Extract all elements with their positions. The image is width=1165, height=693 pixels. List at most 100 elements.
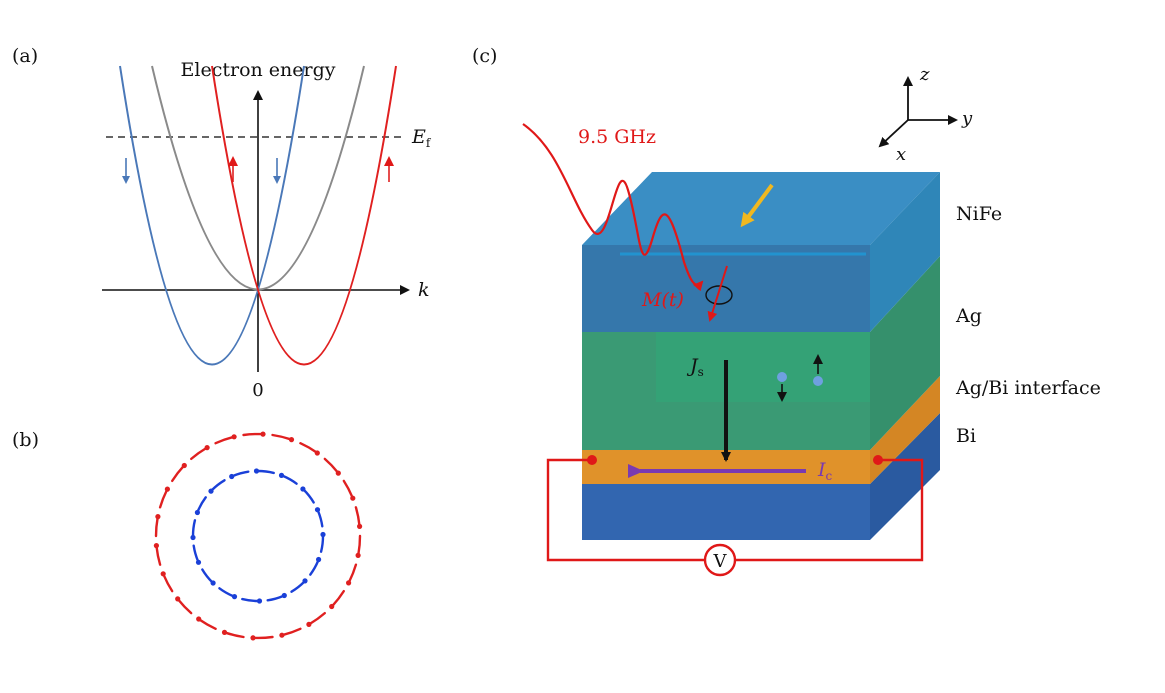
circuit-wire-right (734, 458, 924, 562)
outer-ring-segment (357, 534, 362, 556)
inner-ring-spin-marker (208, 488, 214, 494)
spin-down-band (119, 65, 305, 366)
y-axis-label: y (961, 108, 973, 129)
inner-ring-spin-marker (302, 578, 308, 584)
outer-ring-spin-marker (279, 632, 285, 638)
outer-ring-spin-marker (314, 450, 320, 456)
precession-orbit (705, 285, 733, 305)
layer-label-interface: Ag/Bi interface (955, 377, 1101, 399)
outer-ring-spin-marker (160, 571, 166, 577)
outer-ring-spin-marker (221, 629, 228, 636)
outer-ring-segment (309, 611, 326, 625)
z-axis-label: z (919, 64, 930, 85)
spin-up-band (211, 65, 397, 366)
outer-ring-spin-marker (204, 445, 210, 451)
inner-ring-spin-marker (278, 472, 285, 478)
outer-ring-spin-marker (155, 514, 161, 520)
bi-layer (582, 413, 940, 540)
outer-ring-segment (155, 545, 162, 566)
nife-top (582, 172, 940, 245)
interface-layer (582, 376, 940, 484)
inner-ring-segment (316, 509, 324, 528)
outer-ring-segment (331, 589, 345, 607)
ag-side (870, 256, 940, 450)
magnetization-label: M(t) (641, 289, 684, 311)
outer-ring-spin-marker (306, 621, 312, 628)
inner-ring-spin-marker (300, 486, 306, 492)
outer-ring-segment (242, 432, 263, 437)
x-axis-label: x (896, 144, 906, 165)
inner-ring-segment (210, 479, 226, 492)
origin-label: 0 (252, 380, 263, 401)
outer-ring-segment (342, 479, 354, 498)
outer-ring-spin-marker (355, 552, 361, 559)
ag-inner-region (656, 332, 870, 402)
spin-current-label: Js (686, 355, 704, 379)
outer-ring-segment (253, 635, 274, 640)
measurement-circuit: V (546, 455, 924, 577)
panel-a-label: (a) (12, 45, 38, 67)
inner-ring-segment (191, 519, 197, 538)
layer-label-bi: Bi (956, 425, 976, 447)
inner-ring-spin-marker (190, 534, 196, 541)
interface-side (870, 376, 940, 484)
layer-label-nife: NiFe (956, 203, 1002, 225)
outer-ring-segment (198, 618, 217, 630)
energy-axis-label: Electron energy (181, 59, 336, 81)
inner-ring-segment (290, 580, 306, 593)
outer-ring-segment (177, 598, 193, 615)
outer-ring-segment (158, 489, 168, 509)
nife-front (582, 245, 870, 332)
outer-ring-segment (348, 563, 358, 583)
x-axis (878, 119, 909, 148)
inner-ring-segment (302, 488, 315, 504)
inner-ring-segment (196, 496, 207, 513)
inner-ring-spin-marker (229, 473, 235, 480)
frequency-label: 9.5 GHz (578, 126, 656, 148)
outer-ring-spin-marker (335, 470, 341, 476)
inner-ring-segment (319, 534, 325, 553)
coordinate-axes: z y x (878, 64, 973, 165)
nife-side (870, 172, 940, 332)
outer-ring-spin-marker (153, 543, 159, 549)
field-arrow (740, 183, 774, 228)
panel-c: (c) z y x (472, 45, 1101, 577)
inner-ring-spin-marker (316, 556, 322, 563)
inner-ring-spin-marker (320, 531, 326, 538)
outer-ring-spin-marker (250, 635, 256, 641)
inner-ring-spin-marker (256, 598, 263, 604)
outer-ring-spin-marker (357, 523, 363, 530)
circuit-wire-left (546, 458, 706, 562)
charge-current-label: Ic (817, 459, 833, 483)
inner-ring-spin-marker (253, 468, 260, 474)
inner-ring-segment (201, 568, 214, 584)
outer-ring-spin-marker (288, 437, 295, 443)
fermi-level-label: Ef (411, 126, 432, 150)
outer-ring-segment (282, 627, 302, 636)
outer-ring-spin-marker (196, 616, 202, 622)
outer-ring-segment (214, 436, 234, 445)
bi-side (870, 413, 940, 540)
outer-ring-segment (323, 457, 339, 474)
momentum-axis-label: k (418, 279, 430, 301)
inner-ring-spin-marker (281, 592, 287, 599)
outer-ring-spin-marker (346, 580, 352, 586)
outer-ring-spin-marker (181, 462, 187, 469)
contact-right (873, 455, 883, 465)
inner-ring-spin-marker (314, 507, 321, 513)
outer-ring-segment (162, 574, 174, 593)
electron-right (813, 376, 823, 386)
inner-ring-spin-marker (195, 559, 202, 565)
inner-ring-spin-marker (231, 594, 238, 600)
magnetization-arrow (707, 265, 728, 322)
outer-ring-spin-marker (231, 434, 237, 440)
outer-ring-spin-marker (175, 596, 181, 602)
inner-ring-segment (281, 474, 298, 485)
spin-texture-rings (153, 431, 363, 641)
voltmeter-label: V (713, 551, 728, 572)
microwave-wave (522, 123, 704, 292)
inner-ring-spin-marker (194, 509, 200, 516)
inner-ring-spin-marker (210, 580, 216, 586)
contact-left (587, 455, 597, 465)
